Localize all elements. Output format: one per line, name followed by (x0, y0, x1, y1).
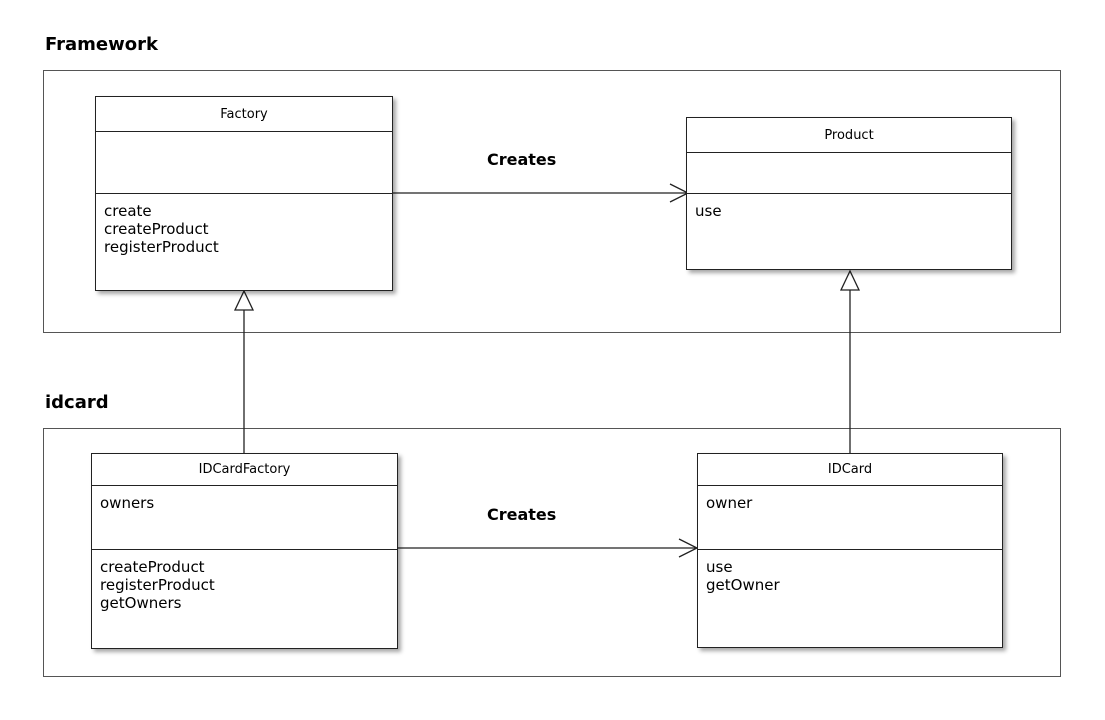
class-name: IDCard (698, 454, 1002, 486)
class-product: Product use (686, 117, 1012, 270)
class-operations: use getOwner (698, 550, 1002, 647)
class-name: Factory (96, 97, 392, 132)
class-attributes: owners (92, 486, 397, 550)
association-factory-product (393, 183, 690, 203)
class-operations: create createProduct registerProduct (96, 194, 392, 290)
operation: createProduct (100, 558, 205, 576)
class-attributes (687, 153, 1011, 194)
attribute: owners (100, 494, 155, 512)
operation: create (104, 202, 152, 220)
operation: registerProduct (100, 576, 215, 594)
operation: use (706, 558, 733, 576)
class-factory: Factory create createProduct registerPro… (95, 96, 393, 291)
operation: getOwners (100, 594, 182, 612)
class-attributes: owner (698, 486, 1002, 550)
class-attributes (96, 132, 392, 194)
package-title-framework: Framework (45, 34, 158, 55)
generalization-idcardfactory-factory (233, 289, 255, 453)
package-title-idcard: idcard (45, 392, 109, 413)
class-name: IDCardFactory (92, 454, 397, 486)
attribute: owner (706, 494, 753, 512)
operation: createProduct (104, 220, 209, 238)
class-operations: createProduct registerProduct getOwners (92, 550, 397, 648)
class-idcard: IDCard owner use getOwner (697, 453, 1003, 648)
generalization-idcard-product (839, 269, 861, 453)
class-name: Product (687, 118, 1011, 153)
association-idcardfactory-idcard (398, 538, 699, 558)
operation: getOwner (706, 576, 780, 594)
association-label-creates: Creates (487, 150, 557, 169)
operation: registerProduct (104, 238, 219, 256)
class-idcardfactory: IDCardFactory owners createProduct regis… (91, 453, 398, 649)
association-label-creates: Creates (487, 505, 557, 524)
operation: use (695, 202, 722, 220)
class-operations: use (687, 194, 1011, 269)
